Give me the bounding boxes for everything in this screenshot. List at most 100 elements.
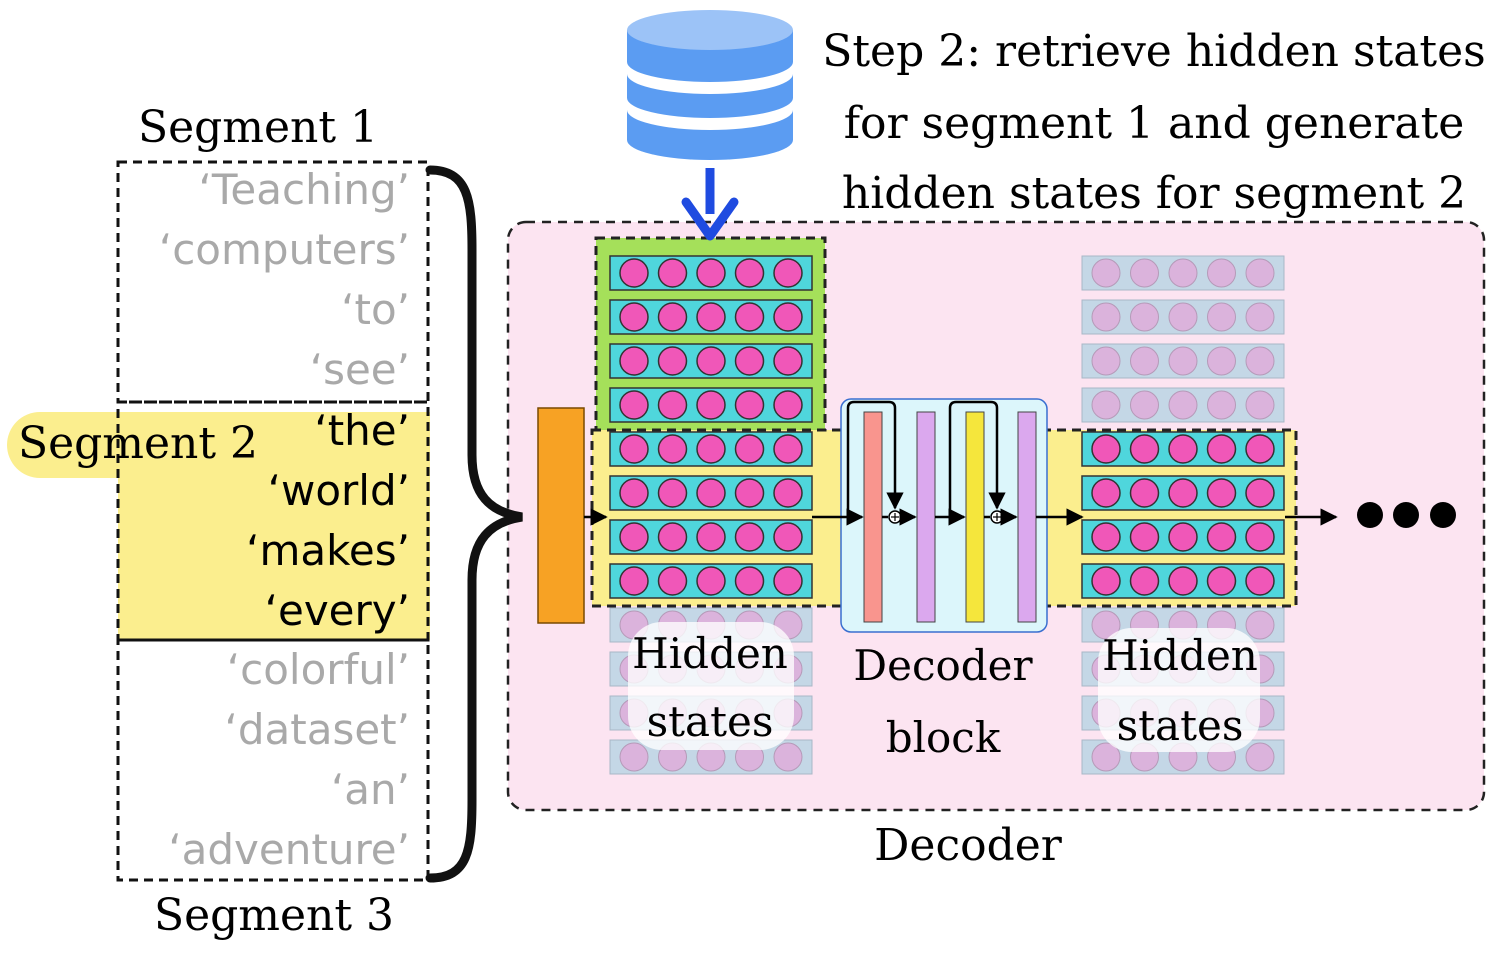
state-unit <box>1130 346 1159 376</box>
state-unit <box>1129 434 1160 464</box>
state-unit <box>619 390 649 420</box>
state-unit <box>1091 610 1121 640</box>
segment2-state-row <box>609 431 813 467</box>
segment3-token: ‘colorful’ <box>227 645 410 694</box>
hidden-states-right-label-bg <box>1098 628 1260 752</box>
norm-layer-bar-1 <box>916 411 936 623</box>
segment3-token: ‘an’ <box>331 765 410 814</box>
database-icon <box>627 10 793 160</box>
output-state-row <box>1081 431 1285 467</box>
output-state-row <box>1081 475 1285 511</box>
state-unit <box>773 258 803 288</box>
state-unit <box>657 390 688 420</box>
state-unit <box>1245 478 1275 508</box>
segment1-label: Segment 1 <box>138 102 378 153</box>
hidden-states-left-label-line2: states <box>647 697 774 746</box>
state-unit <box>734 566 765 596</box>
state-unit <box>1245 522 1275 552</box>
state-unit <box>696 390 726 420</box>
memory-state-row <box>609 343 813 379</box>
state-unit <box>696 522 726 552</box>
state-unit <box>734 302 765 332</box>
state-unit <box>773 478 803 508</box>
segment3-label: Segment 3 <box>154 890 394 941</box>
segment1-token: ‘Teaching’ <box>199 165 410 214</box>
state-unit <box>1245 390 1275 420</box>
segment2-token: ‘every’ <box>265 586 410 635</box>
state-unit <box>657 258 688 288</box>
faded-state-row <box>1081 299 1285 335</box>
state-unit <box>773 346 803 376</box>
state-unit <box>696 258 726 288</box>
state-unit <box>619 302 649 332</box>
step-text-line3: hidden states for segment 2 <box>842 168 1466 219</box>
state-unit <box>734 390 765 420</box>
state-unit <box>1091 302 1121 332</box>
state-unit <box>1091 434 1121 464</box>
segment2-state-row <box>609 519 813 555</box>
output-state-row <box>1081 519 1285 555</box>
faded-state-row <box>1081 255 1285 291</box>
state-unit <box>1206 434 1237 464</box>
state-unit <box>1207 346 1236 376</box>
state-unit <box>1091 258 1121 288</box>
state-unit <box>773 522 803 552</box>
state-unit <box>734 346 765 376</box>
state-unit <box>1168 346 1198 376</box>
state-unit <box>734 434 765 464</box>
state-unit <box>1206 566 1237 596</box>
state-unit <box>1168 478 1198 508</box>
state-unit <box>773 434 803 464</box>
state-unit <box>773 742 803 772</box>
hidden-states-right-label-line2: states <box>1117 701 1244 750</box>
embedding-block <box>537 407 585 624</box>
state-unit <box>1168 434 1198 464</box>
state-unit <box>1168 566 1198 596</box>
state-unit <box>1129 478 1160 508</box>
hidden-states-left-label-bg <box>628 622 794 750</box>
curly-brace <box>425 165 523 883</box>
state-unit <box>619 566 649 596</box>
state-unit <box>1245 742 1275 772</box>
decoder-block-label-line2: block <box>886 713 1001 762</box>
ellipsis-icon <box>1357 502 1456 528</box>
state-unit <box>657 434 688 464</box>
segment3-token: ‘dataset’ <box>225 705 411 754</box>
segment2-state-row <box>609 563 813 599</box>
hidden-states-right-label-line1: Hidden <box>1102 631 1258 680</box>
state-unit <box>773 302 803 332</box>
token-list: ‘Teaching’‘computers’‘to’‘see’‘the’‘worl… <box>159 165 410 874</box>
state-unit <box>1129 566 1160 596</box>
state-unit <box>1129 522 1160 552</box>
state-unit <box>1091 478 1121 508</box>
memory-state-row <box>609 299 813 335</box>
hidden-states-left-label-line1: Hidden <box>632 629 788 678</box>
segment3-token: ‘adventure’ <box>168 825 410 874</box>
state-unit <box>734 478 765 508</box>
step-text-line2: for segment 1 and generate <box>844 98 1465 149</box>
residual-path-2 <box>948 400 1006 517</box>
state-unit <box>619 434 649 464</box>
faded-state-row <box>1081 387 1285 423</box>
state-unit <box>1168 258 1198 288</box>
ffn-layer-bar <box>965 411 985 623</box>
state-unit <box>619 258 649 288</box>
state-unit <box>619 742 649 772</box>
state-unit <box>1207 258 1236 288</box>
state-unit <box>1168 302 1198 332</box>
state-unit <box>1168 390 1198 420</box>
segment1-token: ‘computers’ <box>159 225 410 274</box>
state-unit <box>1206 522 1237 552</box>
segment2-label: Segment 2 <box>18 418 258 469</box>
segment1-token: ‘to’ <box>341 285 410 334</box>
state-unit <box>619 346 649 376</box>
state-unit <box>657 478 688 508</box>
output-state-row <box>1081 563 1285 599</box>
state-unit <box>619 478 649 508</box>
state-unit <box>1130 258 1159 288</box>
state-unit <box>1168 522 1198 552</box>
decoder-label: Decoder <box>874 820 1063 871</box>
segment2-token: ‘world’ <box>268 466 410 515</box>
